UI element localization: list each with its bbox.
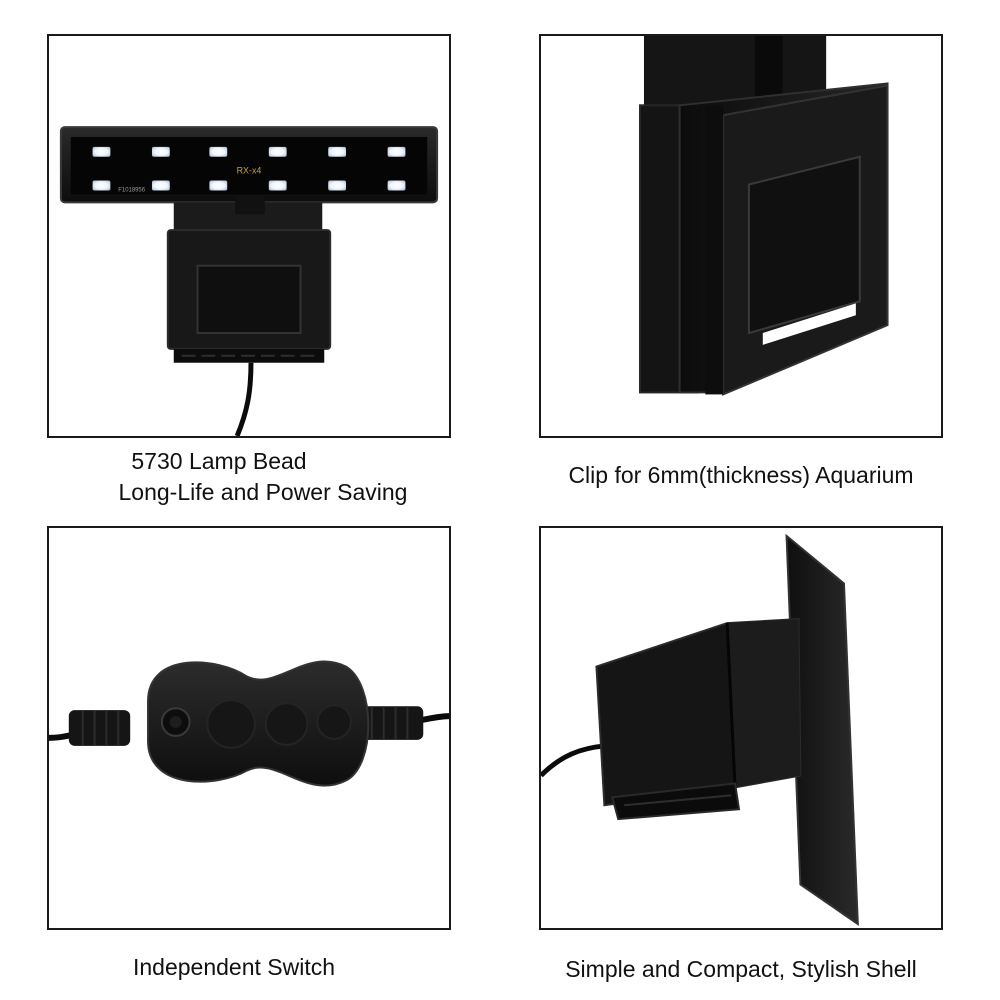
photo-panel-clip xyxy=(539,34,943,438)
switch-photo xyxy=(49,660,449,787)
caption-line: 5730 Lamp Bead xyxy=(131,448,307,474)
led-row-top xyxy=(92,146,406,157)
lamp-front-photo: RX-x4 F1018956 xyxy=(59,126,439,436)
caption-clip: Clip for 6mm(thickness) Aquarium xyxy=(539,460,943,491)
photo-panel-switch xyxy=(47,526,451,930)
caption-switch: Independent Switch xyxy=(47,952,421,983)
serial-label: F1018956 xyxy=(118,187,145,193)
photo-panel-shell xyxy=(539,526,943,930)
caption-line: Simple and Compact, Stylish Shell xyxy=(565,956,917,982)
led-row-bottom xyxy=(92,180,406,191)
model-label: RX-x4 xyxy=(237,166,262,176)
caption-lamp-beads: 5730 Lamp Bead Long-Life and Power Savin… xyxy=(47,446,451,508)
caption-line: Independent Switch xyxy=(132,954,336,980)
caption-line: Long-Life and Power Saving xyxy=(118,479,408,505)
caption-shell: Simple and Compact, Stylish Shell xyxy=(520,954,962,985)
shell-photo xyxy=(541,533,859,926)
clip-side-photo xyxy=(639,36,889,396)
photo-panel-lamp-beads: RX-x4 F1018956 xyxy=(47,34,451,438)
caption-line: Clip for 6mm(thickness) Aquarium xyxy=(568,462,914,488)
